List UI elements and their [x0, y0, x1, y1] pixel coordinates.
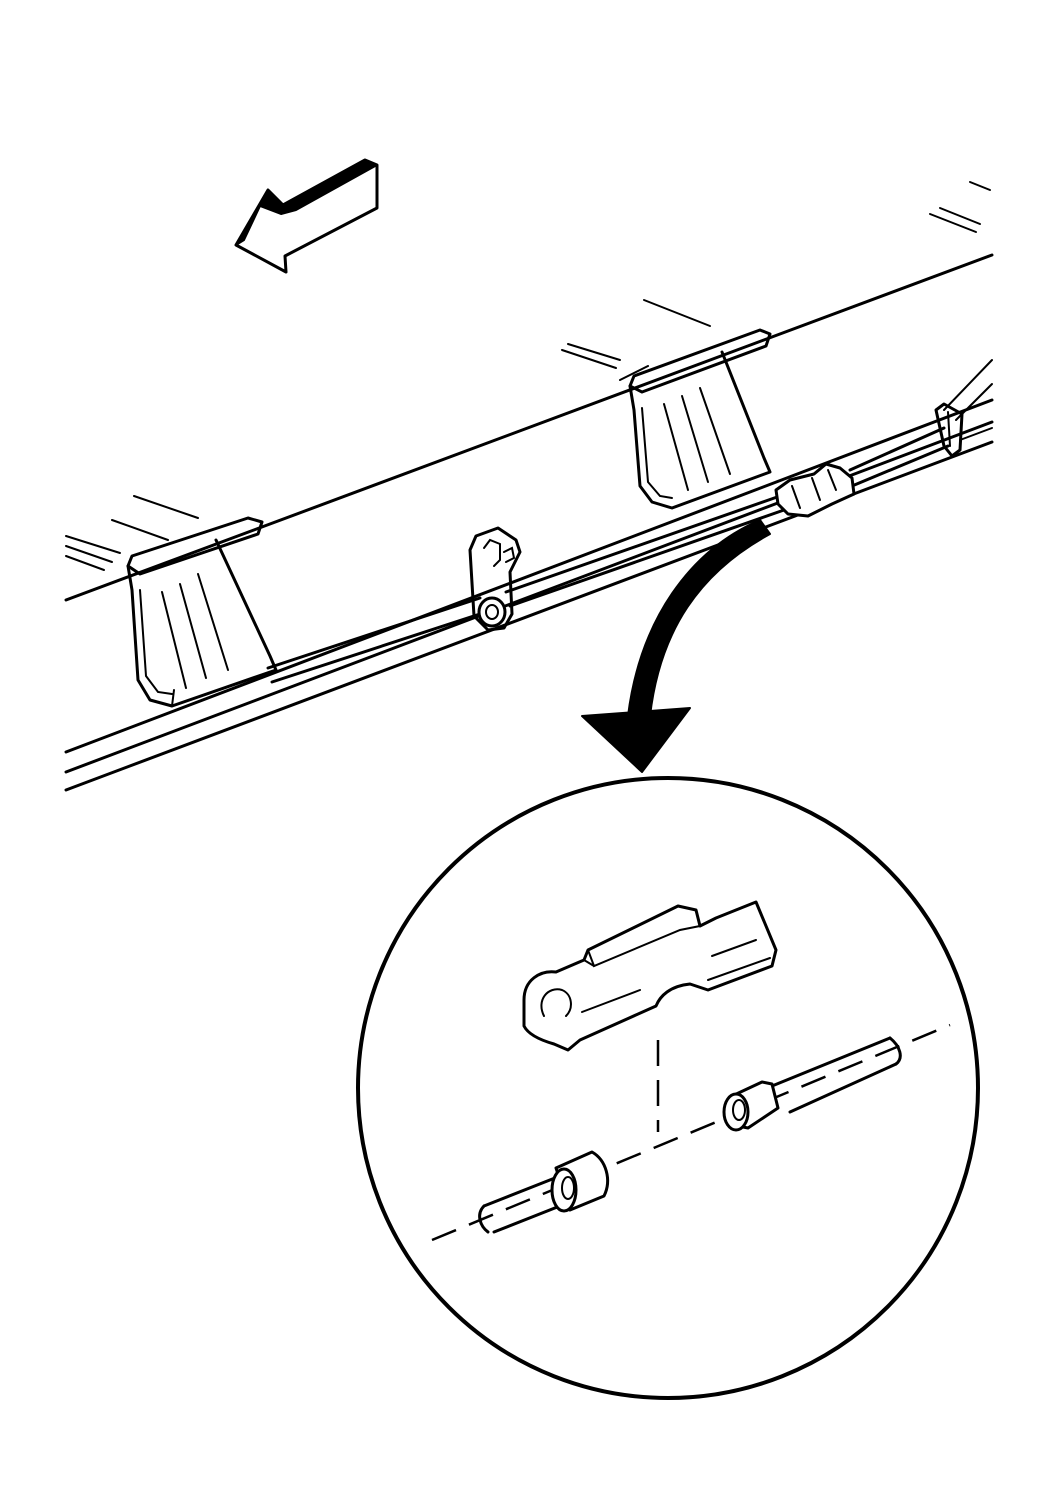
- crossmember-bracket: [934, 402, 964, 458]
- detail-magnifier-circle: [356, 776, 980, 1400]
- cable-end-fitting: [550, 1150, 609, 1213]
- brake-cable: [266, 359, 993, 684]
- cable-guide-hook: [468, 526, 522, 632]
- crossmember-bracket: [619, 328, 772, 510]
- cable-end-fitting: [722, 1080, 780, 1132]
- crossmember-bracket: [126, 516, 278, 708]
- cable-connector: [774, 462, 856, 518]
- direction-arrow-icon: [234, 158, 379, 274]
- connector-housing: [522, 900, 778, 1052]
- brake-cable: [431, 1023, 951, 1242]
- detail-callout-arrow-icon: [581, 519, 771, 773]
